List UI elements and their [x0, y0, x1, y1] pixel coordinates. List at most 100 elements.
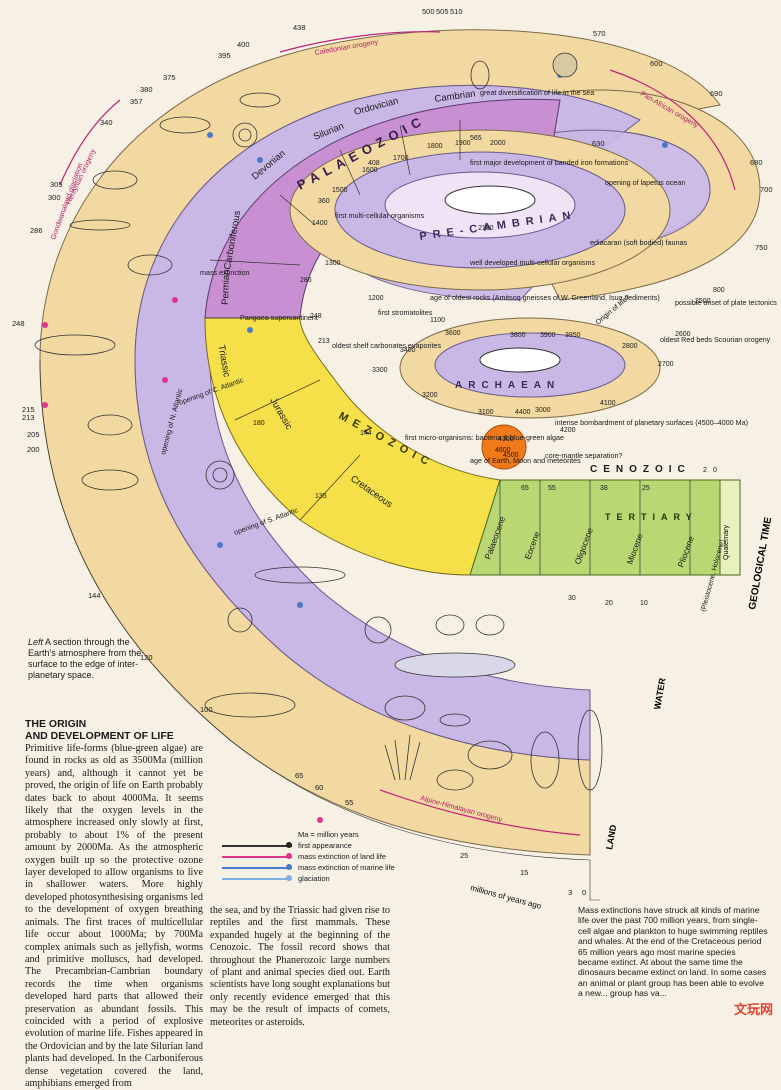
ring-number-label: 800: [713, 287, 725, 294]
ring-number-label: 1400: [312, 220, 328, 227]
ring-number-label: 4400: [515, 409, 531, 416]
outer-number-label: 700: [760, 185, 773, 194]
ring-number-label: 2800: [622, 343, 638, 350]
ammonite-icon: [232, 122, 258, 148]
rodent-icon: [439, 713, 471, 727]
ring-number-label: 1900: [455, 140, 471, 147]
ring-number-labels: 2000190018001700160015001400130012001100…: [253, 135, 725, 607]
marker-dot: [662, 142, 668, 148]
ring-number-label: 2: [703, 467, 707, 474]
ring-number-label: 38: [600, 485, 608, 492]
asteroid-icon: [552, 52, 578, 78]
ring-number-label: 408: [368, 160, 380, 167]
outer-number-label: 25: [460, 851, 468, 860]
ammonite-icon: [205, 460, 235, 490]
ring-number-label: 135: [315, 493, 327, 500]
outer-number-label: 65: [295, 771, 303, 780]
radial-dividers: [205, 120, 691, 575]
label-land: LAND: [604, 824, 618, 851]
ann-core-mantle: core-mantle separation?: [545, 451, 623, 460]
era-quaternary: Quaternary: [723, 524, 730, 560]
ring-number-label: 1600: [362, 167, 378, 174]
article-heading-2: AND DEVELOPMENT OF LIFE: [25, 729, 174, 742]
earth-origin-marker: [481, 424, 527, 470]
ring-number-label: 248: [310, 313, 322, 320]
ann-bombardment: intense bombardment of planetary surface…: [555, 418, 748, 427]
period-permian: Permian: [220, 269, 232, 305]
ring-number-label: 3950: [565, 332, 581, 339]
whale-icon: [394, 652, 516, 678]
primate-icon: [384, 695, 426, 721]
outer-number-label: 357: [130, 97, 143, 106]
outer-number-label: 3: [568, 888, 572, 897]
ring-number-label: 65: [521, 485, 529, 492]
ring-number-label: 3100: [478, 409, 494, 416]
ring-number-label: 4100: [600, 400, 616, 407]
ring-number-label: 3800: [510, 332, 526, 339]
marker-dot: [217, 542, 223, 548]
shell-icon: [475, 614, 505, 636]
ann-great-div: great diversification of life in the sea: [480, 88, 594, 97]
mass-extinction-note: Mass extinctions have struck all kinds o…: [578, 905, 768, 999]
marker-dot: [42, 322, 48, 328]
outer-number-label: 215: [22, 405, 35, 414]
dinosaur-icon: [204, 692, 296, 718]
article-column-1: Primitive life-forms (blue-green algae) …: [25, 743, 203, 1089]
fish-icon: [159, 116, 211, 134]
legend-ma: Ma = million years: [298, 830, 359, 839]
ring-number-label: 2500: [695, 298, 711, 305]
ring-number-label: 2600: [675, 331, 691, 338]
ring-number-label: 55: [548, 485, 556, 492]
grass-icon: [384, 734, 421, 781]
orogeny-arrows: [59, 31, 736, 836]
caption-text: A section through the Earth's atmosphere…: [28, 637, 142, 680]
shell-icon: [435, 614, 465, 636]
marker-dot: [257, 157, 263, 163]
ann-oldest-rocks: age of oldest rocks (Amitsoq gneisses of…: [430, 293, 660, 302]
ring-number-label: 3300: [372, 367, 388, 374]
outer-number-label: 510: [450, 7, 463, 16]
legend-marine-ext: mass extinction of marine life: [222, 862, 422, 873]
outer-number-label: 395: [218, 51, 231, 60]
outer-number-label: 15: [520, 868, 528, 877]
ring-number-label: 1500: [332, 187, 348, 194]
outer-number-label: 630: [592, 139, 605, 148]
fish-icon: [127, 254, 173, 276]
era-tertiary: TERTIARY: [605, 512, 698, 522]
fish-icon: [239, 92, 281, 108]
ring-number-label: 4600: [495, 447, 511, 454]
ring-number-label: 2000: [490, 140, 506, 147]
ring-number-label: 1800: [427, 143, 443, 150]
label-geological-time: GEOLOGICAL TIME: [747, 516, 774, 611]
outer-number-label: 0: [582, 888, 586, 897]
ring-number-label: 30: [568, 595, 576, 602]
outer-number-label: 100: [200, 705, 213, 714]
ring-number-label: 144: [360, 430, 372, 437]
shell-icon: [364, 616, 392, 644]
outer-number-label: 400: [237, 40, 250, 49]
ape-icon: [530, 731, 560, 789]
ring-number-label: 180: [253, 420, 265, 427]
atmosphere-caption: Left A section through the Earth's atmos…: [28, 637, 158, 681]
ann-plate-tectonics: possible onset of plate tectonics: [675, 298, 777, 307]
marker-dot: [162, 377, 168, 383]
outer-number-label: 213: [22, 413, 35, 422]
quaternary-band: [719, 479, 741, 576]
outer-number-label: 438: [293, 23, 306, 32]
ann-oldest-shelf: oldest shelf carbonates evaporites: [332, 341, 441, 350]
ring-number-label: 0: [713, 467, 717, 474]
ann-first-strom: first stromatolites: [378, 308, 433, 317]
precambrian-core: [444, 185, 536, 215]
outer-number-label: 144: [88, 591, 101, 600]
label-water: WATER: [652, 677, 667, 711]
ann-oldest-red: oldest Red beds Scourian orogeny: [660, 335, 771, 344]
ring-number-label: 25: [642, 485, 650, 492]
outer-number-label: 570: [593, 29, 606, 38]
insect-icon: [69, 219, 131, 231]
legend-first: first appearance: [222, 840, 422, 851]
ring-number-label: 3200: [422, 392, 438, 399]
legend-land-ext: mass extinction of land life: [222, 851, 422, 862]
fauna-illustrations: [34, 52, 603, 791]
outer-number-label: 286: [30, 226, 43, 235]
marker-dot: [42, 402, 48, 408]
